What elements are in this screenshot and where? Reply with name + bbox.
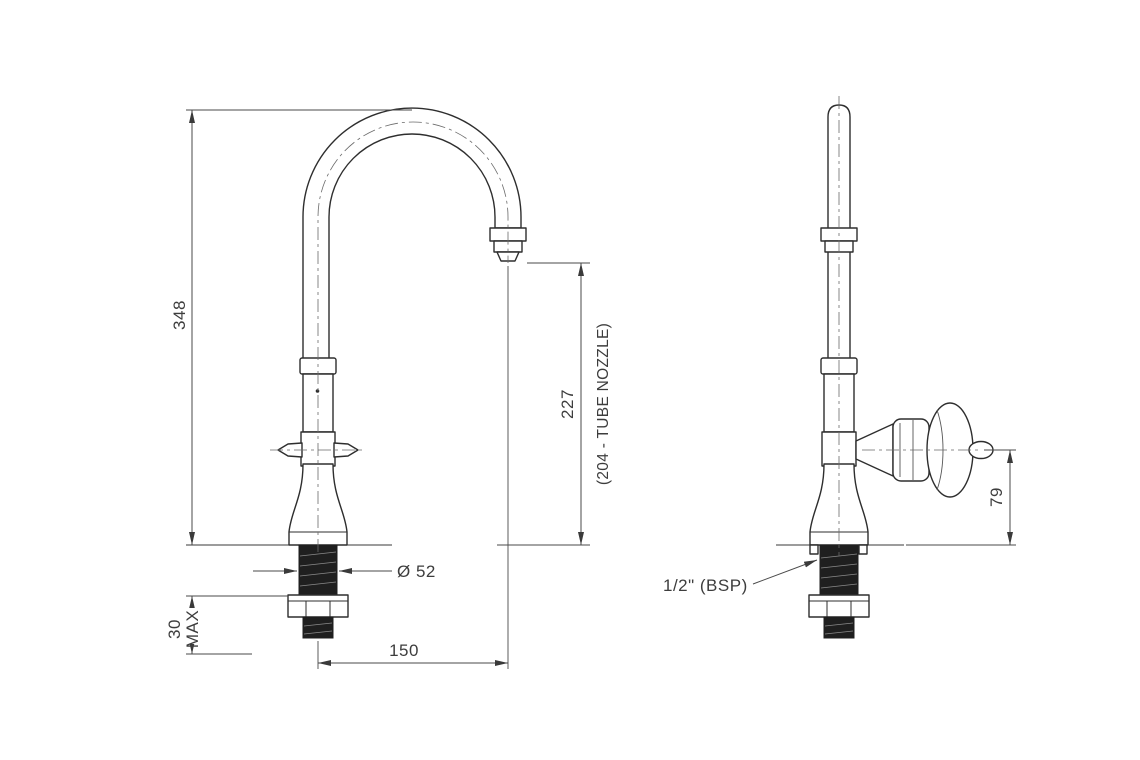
spout-centerline	[317, 121, 509, 552]
centerlines	[270, 96, 980, 556]
lower-thread	[302, 616, 334, 639]
dim-150-label: 150	[389, 641, 419, 660]
upper-body-side	[823, 373, 855, 433]
dimension-deck-thickness: 30 MAX	[165, 595, 288, 655]
mounting-screw-left	[809, 544, 819, 555]
gooseneck-spout	[302, 107, 522, 369]
thread-line	[824, 630, 854, 635]
base-bell	[288, 463, 348, 546]
lower-thread-side	[823, 616, 855, 639]
dimension-handle-height: 79	[906, 449, 1016, 546]
thread-line	[299, 571, 337, 577]
thread-line	[303, 630, 333, 635]
dim-79-label: 79	[987, 487, 1006, 507]
dim-30-label: 30	[165, 619, 184, 639]
dimension-overall-height: 348	[170, 109, 412, 545]
body-screw-dot	[315, 389, 320, 393]
dim-dia52-label: Ø 52	[397, 562, 436, 581]
dim-348-label: 348	[170, 300, 189, 330]
dimension-spout-reach: 150	[317, 266, 509, 669]
dimension-spout-outlet-height: 227 (204 - TUBE NOZZLE)	[497, 262, 612, 546]
leader-line	[752, 559, 818, 585]
thread-size-label: 1/2" (BSP)	[663, 576, 748, 595]
thread-line	[820, 573, 858, 579]
front-view	[277, 107, 527, 639]
thread-line	[820, 563, 858, 569]
thread-callout: 1/2" (BSP)	[663, 559, 818, 595]
locknut	[287, 594, 349, 618]
dim-tube-nozzle-note: (204 - TUBE NOZZLE)	[595, 323, 612, 485]
thread-line	[303, 622, 333, 627]
thread-line	[299, 581, 337, 587]
locknut-side	[808, 594, 870, 618]
dim-227-label: 227	[558, 389, 577, 419]
mounting-screw-right	[858, 544, 868, 555]
dim-max-label: MAX	[183, 610, 202, 648]
label-backing	[182, 608, 202, 644]
thread-line	[824, 622, 854, 627]
threaded-shank	[298, 544, 338, 596]
thread-line	[820, 583, 858, 589]
side-view	[808, 104, 994, 639]
thread-line	[299, 551, 337, 557]
dimension-base-diameter: Ø 52	[253, 562, 436, 581]
thread-line	[299, 561, 337, 567]
